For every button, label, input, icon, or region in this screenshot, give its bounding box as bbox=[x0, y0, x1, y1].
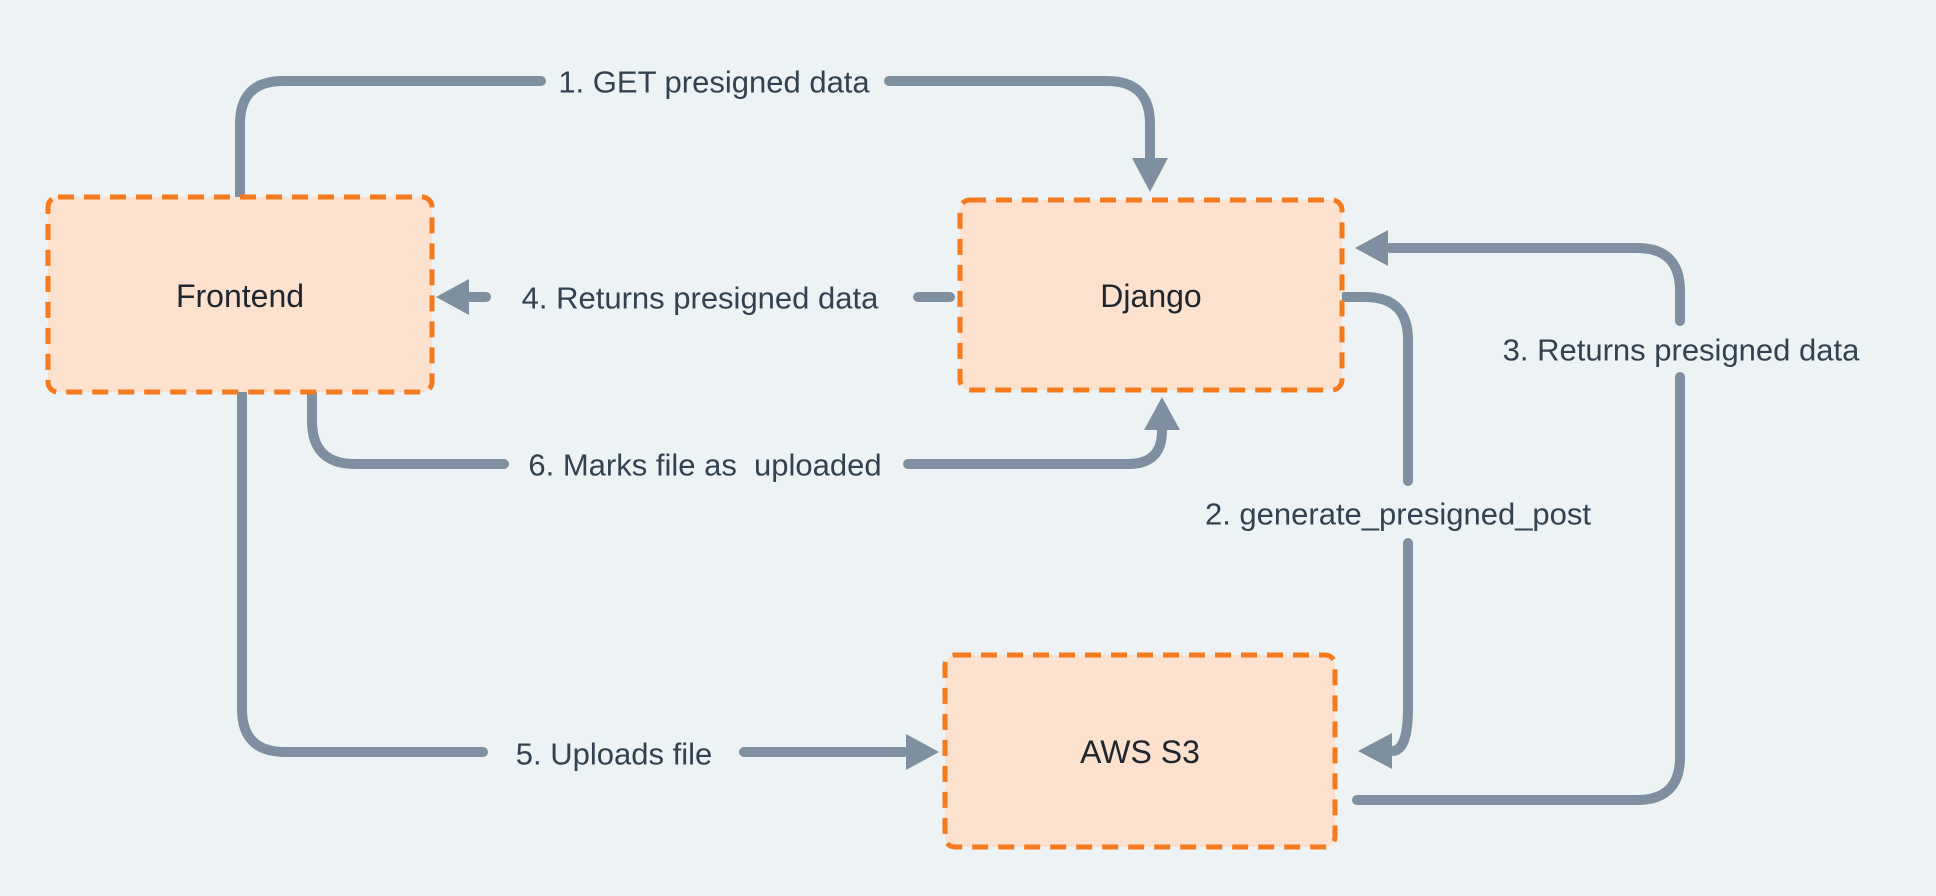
node-aws-s3-box bbox=[942, 652, 1338, 850]
node-aws-s3-label: AWS S3 bbox=[1080, 734, 1200, 770]
edge-2-generate-presigned-post-line bbox=[1387, 538, 1413, 756]
edge-2-generate-presigned-post-line bbox=[1339, 292, 1413, 486]
node-frontend-label: Frontend bbox=[176, 278, 304, 314]
node-frontend-box bbox=[45, 194, 435, 395]
node-django-box bbox=[957, 197, 1345, 393]
edge-1-get-presigned-data-line bbox=[235, 76, 546, 201]
edge-3-returns-presigned-data-line bbox=[1352, 372, 1685, 805]
edge-3-label: 3. Returns presigned data bbox=[1503, 333, 1860, 368]
arrowhead-left-icon bbox=[1358, 733, 1392, 769]
nodes-layer: Frontend Django AWS S3 bbox=[45, 194, 1345, 850]
edge-6-marks-file-uploaded-line bbox=[307, 387, 509, 469]
arrowhead-left-icon bbox=[436, 279, 469, 315]
arrowhead-left-icon bbox=[1355, 230, 1388, 266]
edge-6-label: 6. Marks file as uploaded bbox=[528, 448, 881, 483]
edge-6-marks-file-uploaded-line bbox=[903, 426, 1167, 469]
edge-4-label: 4. Returns presigned data bbox=[522, 281, 879, 316]
edge-labels-layer: 1. GET presigned data 2. generate_presig… bbox=[516, 65, 1860, 772]
arrowhead-right-icon bbox=[906, 734, 939, 770]
edge-5-uploads-file-line bbox=[237, 387, 488, 757]
edge-5-label: 5. Uploads file bbox=[516, 737, 712, 772]
edge-1-label: 1. GET presigned data bbox=[558, 65, 870, 100]
arrowhead-down-icon bbox=[1132, 158, 1168, 192]
arrowhead-up-icon bbox=[1144, 397, 1180, 430]
edge-2-label: 2. generate_presigned_post bbox=[1205, 497, 1591, 532]
edges-layer bbox=[235, 76, 1685, 805]
edge-1-get-presigned-data-line bbox=[884, 76, 1155, 165]
node-django-label: Django bbox=[1100, 278, 1201, 314]
edge-3-returns-presigned-data-line bbox=[1385, 243, 1685, 326]
